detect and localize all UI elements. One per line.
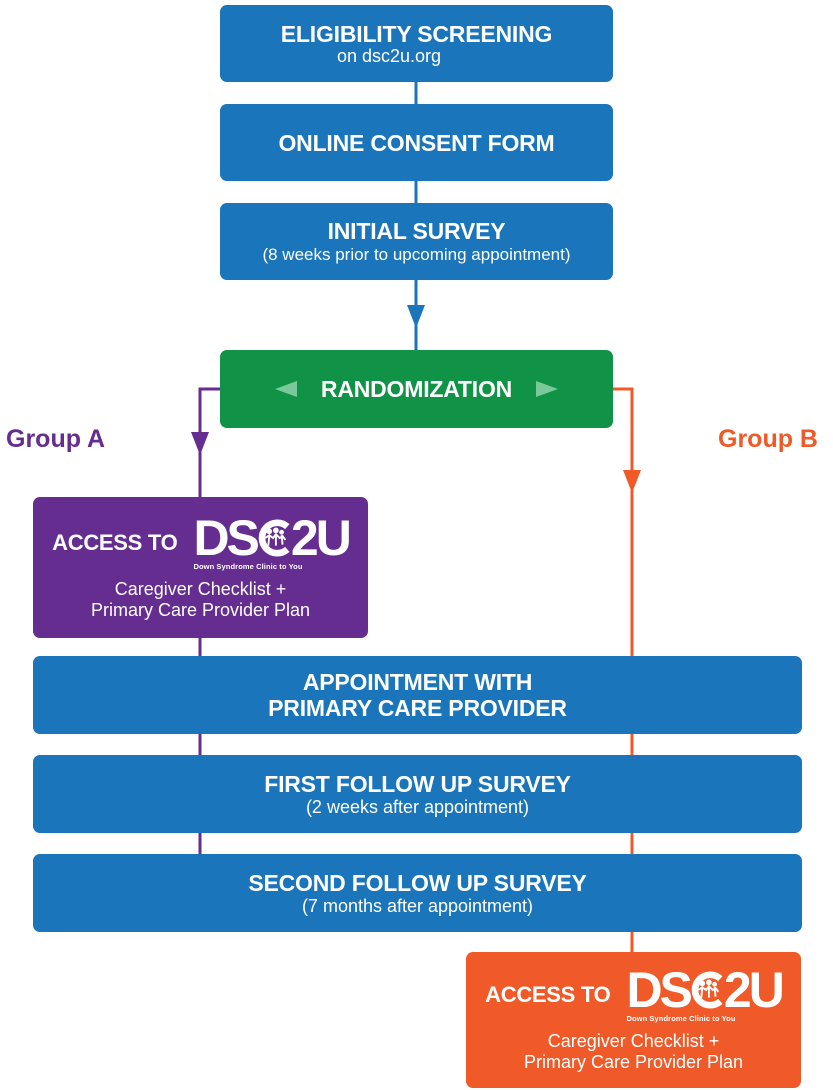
arrow-right-icon xyxy=(536,381,559,397)
second-followup-sub: (7 months after appointment) xyxy=(301,895,534,916)
access-header: ACCESS TO DS 2U Down Syndrome Clinic to … xyxy=(485,962,785,1023)
arrowhead-center xyxy=(407,305,425,328)
eligibility-title: ELIGIBILITY SCREENING xyxy=(280,20,553,47)
appointment-line2: PRIMARY CARE PROVIDER xyxy=(268,695,567,721)
randomization-title: RANDOMIZATION xyxy=(320,376,513,402)
initial-survey-title: INITIAL SURVEY xyxy=(327,218,506,244)
second-followup-box: SECOND FOLLOW UP SURVEY (7 months after … xyxy=(33,854,802,932)
arrowhead-group-b xyxy=(623,470,641,493)
dsc2u-logo: DS 2U Down Syndrome Clinic to You xyxy=(626,962,784,1023)
first-followup-box: FIRST FOLLOW UP SURVEY (2 weeks after ap… xyxy=(33,755,802,833)
arrow-left-icon xyxy=(274,381,297,397)
appointment-line1: APPOINTMENT WITH xyxy=(302,669,533,695)
heart-family-icon xyxy=(258,519,290,556)
access-line2: Primary Care Provider Plan xyxy=(90,599,311,620)
second-followup-title: SECOND FOLLOW UP SURVEY xyxy=(248,869,587,896)
group-b-access-box: ACCESS TO DS 2U Down Syndrome Clinic to … xyxy=(466,952,801,1088)
appointment-box: APPOINTMENT WITH PRIMARY CARE PROVIDER xyxy=(33,656,802,734)
first-followup-title: FIRST FOLLOW UP SURVEY xyxy=(264,770,571,797)
online-consent-box: ONLINE CONSENT FORM xyxy=(220,104,613,181)
group-b-label: Group B xyxy=(718,425,818,453)
access-line1: Caregiver Checklist + xyxy=(114,578,287,599)
eligibility-sub: on dsc2u.org xyxy=(336,45,442,66)
first-followup-sub: (2 weeks after appointment) xyxy=(305,796,530,817)
initial-survey-sub: (8 weeks prior to upcoming appointment) xyxy=(262,245,571,264)
consent-title: ONLINE CONSENT FORM xyxy=(278,129,555,156)
randomization-box: RANDOMIZATION xyxy=(220,350,613,428)
initial-survey-box: INITIAL SURVEY (8 weeks prior to upcomin… xyxy=(220,203,613,280)
logo-tagline: Down Syndrome Clinic to You xyxy=(193,561,303,571)
access-header: ACCESS TO DS 2U Down Syndrome Clinic to … xyxy=(52,509,352,571)
access-line2: Primary Care Provider Plan xyxy=(523,1052,744,1072)
group-a-access-box: ACCESS TO DS 2U Down Syndrome Clinic to … xyxy=(33,497,368,638)
eligibility-screening-box: ELIGIBILITY SCREENING on dsc2u.org xyxy=(220,5,613,82)
access-to-label: ACCESS TO xyxy=(485,982,611,1007)
arrowhead-group-a xyxy=(191,432,209,455)
group-a-label: Group A xyxy=(6,425,106,453)
heart-family-icon xyxy=(691,971,723,1009)
access-line1: Caregiver Checklist + xyxy=(547,1031,720,1051)
logo-tagline: Down Syndrome Clinic to You xyxy=(626,1014,736,1023)
dsc2u-logo: DS 2U Down Syndrome Clinic to You xyxy=(193,509,351,571)
access-to-label: ACCESS TO xyxy=(52,529,178,555)
